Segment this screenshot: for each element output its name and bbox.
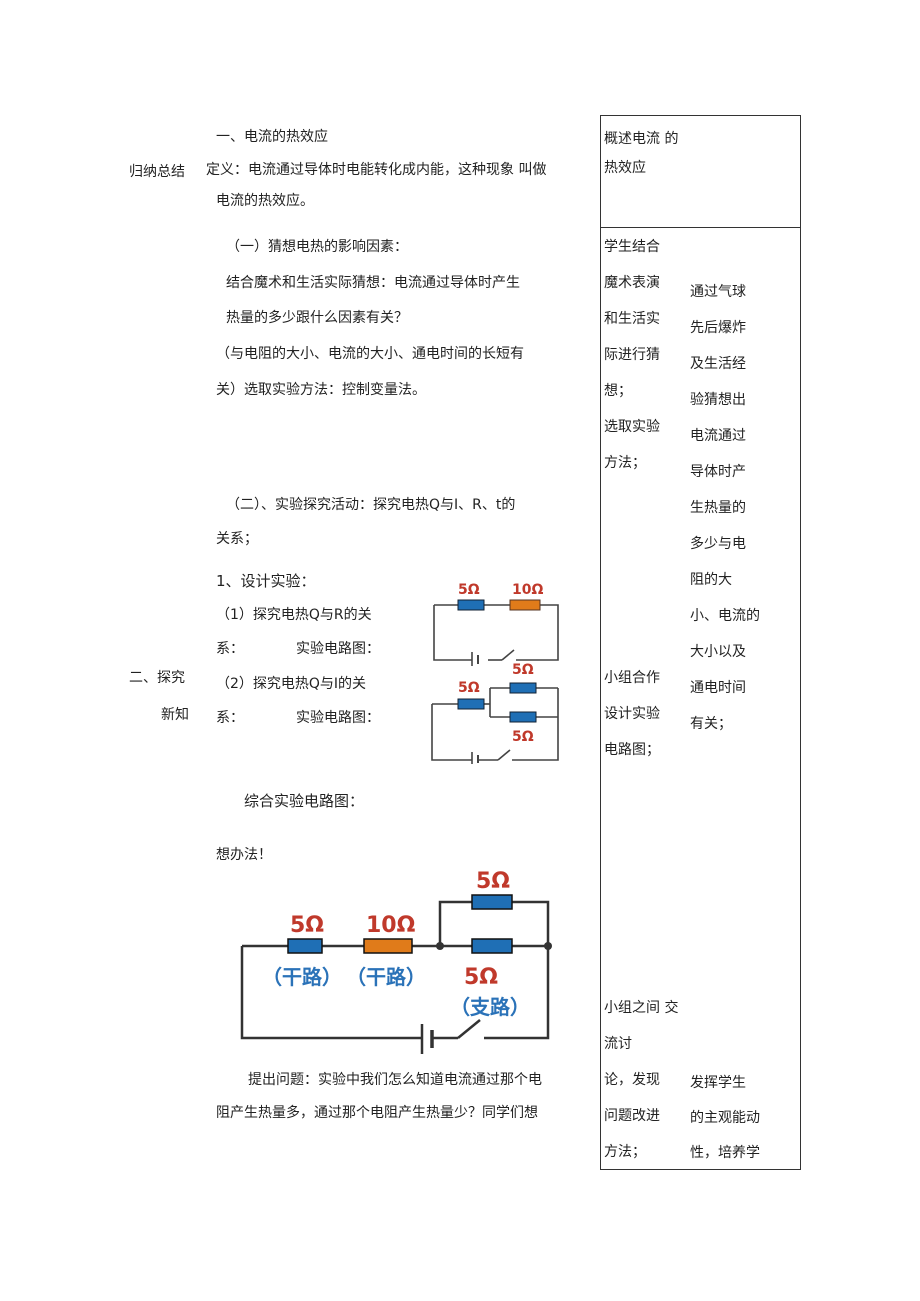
- design-item2-c: 实验电路图：: [296, 710, 380, 726]
- resistor-branch-top: [471, 894, 513, 910]
- resistor-label-5: 5Ω: [458, 582, 480, 598]
- guess-line4: 关）选取实验方法：控制变量法。: [216, 382, 426, 398]
- student-activity-line: 学生结合: [604, 239, 660, 255]
- student-activity-line: 方法；: [604, 455, 646, 471]
- design-intent-line: 多少与电: [690, 536, 746, 552]
- guess-line1: 结合魔术和生活实际猜想：电流通过导体时产生: [226, 275, 520, 291]
- cell-overview-line1: 概述电流 的: [604, 131, 679, 147]
- design-intent-line: 通过气球: [690, 284, 746, 300]
- design-intent-line: 导体时产: [690, 464, 746, 480]
- table-border-bottom: [600, 1169, 801, 1170]
- design-intent-line: 先后爆炸: [690, 320, 746, 336]
- design-intent-line-2: 发挥学生: [690, 1075, 746, 1091]
- label-r4: 5Ω: [464, 965, 498, 990]
- design-item1-c: 实验电路图：: [296, 641, 380, 657]
- activity-line1: （二）、实验探究活动：探究电热Q与I、R、t的: [226, 497, 516, 513]
- resistor-main-10ohm: [363, 938, 413, 954]
- design-item2-b: 系：: [216, 710, 244, 726]
- group-discussion-line: 论，发现: [604, 1072, 660, 1088]
- design-intent-line: 生热量的: [690, 500, 746, 516]
- resistor-label-bottom: 5Ω: [512, 729, 534, 745]
- label-r1: 5Ω: [290, 913, 324, 938]
- group-design-line: 设计实验: [604, 706, 660, 722]
- group-discussion-line: 流讨: [604, 1036, 632, 1052]
- design-heading: 1、设计实验：: [216, 572, 316, 590]
- design-intent-line: 小、电流的: [690, 608, 760, 624]
- switch-lever: [501, 649, 515, 661]
- cell-overview-line2: 热效应: [604, 160, 646, 176]
- design-intent-line-2: 的主观能动: [690, 1110, 760, 1126]
- resistor-label-10: 10Ω: [512, 582, 543, 598]
- label-r3: 5Ω: [476, 869, 510, 894]
- design-intent-line: 验猜想出: [690, 392, 746, 408]
- design-intent-line: 大小以及: [690, 644, 746, 660]
- circuit-diagram-q-i: 5Ω 5Ω 5Ω: [431, 662, 559, 764]
- label-main-branch-1: （干路）: [262, 965, 342, 989]
- design-item1-a: （1）探究电热Q与R的关: [216, 607, 372, 623]
- student-activity-line: 魔术表演: [604, 275, 660, 291]
- resistor-branch-bottom: [471, 938, 513, 954]
- junction-node: [544, 942, 552, 950]
- student-activity-line: 想；: [604, 383, 632, 399]
- design-intent-line: 有关；: [690, 716, 732, 732]
- definition-line1: 定义：电流通过导体时电能转化成内能，这种现象 叫做: [206, 162, 547, 178]
- guess-heading: （一）猜想电热的影响因素：: [226, 239, 408, 255]
- group-design-line: 电路图；: [604, 742, 660, 758]
- label-r2: 10Ω: [366, 913, 416, 938]
- label-side-branch: （支路）: [450, 995, 530, 1019]
- junction-node: [436, 942, 444, 950]
- table-border-right: [800, 115, 801, 1170]
- resistor-10ohm: [509, 599, 541, 611]
- label-main-branch-2: （干路）: [346, 965, 426, 989]
- group-discussion-line: 小组之间 交: [604, 1000, 679, 1016]
- guess-line3: （与电阻的大小、电流的大小、通电时间的长短有: [216, 346, 524, 362]
- group-design-line: 小组合作: [604, 670, 660, 686]
- resistor-5ohm: [457, 599, 485, 611]
- summary-label: 归纳总结: [129, 164, 185, 180]
- table-border-left: [600, 115, 601, 1170]
- student-activity-line: 选取实验: [604, 419, 660, 435]
- resistor-main-5ohm: [287, 938, 323, 954]
- guess-line2: 热量的多少跟什么因素有关？: [226, 310, 408, 326]
- design-item1-b: 系：: [216, 641, 244, 657]
- resistor-label-main: 5Ω: [458, 680, 480, 696]
- design-intent-line: 及生活经: [690, 356, 746, 372]
- design-intent-line: 通电时间: [690, 680, 746, 696]
- student-activity-line: 和生活实: [604, 311, 660, 327]
- table-row-divider: [600, 227, 801, 228]
- think-text: 想办法！: [216, 847, 272, 863]
- question-line1: 提出问题：实验中我们怎么知道电流通过那个电: [248, 1072, 542, 1088]
- definition-line2: 电流的热效应。: [216, 193, 314, 209]
- design-intent-line-2: 性，培养学: [690, 1145, 760, 1161]
- activity-line2: 关系；: [216, 531, 258, 547]
- design-intent-line: 电流通过: [690, 428, 746, 444]
- explore-label-line1: 二、探究: [129, 670, 185, 686]
- combined-title: 综合实验电路图：: [244, 792, 365, 810]
- resistor-label-top: 5Ω: [512, 662, 534, 678]
- question-line2: 阻产生热量多，通过那个电阻产生热量少？同学们想: [216, 1105, 538, 1121]
- circuit-diagram-combined: 5Ω 10Ω 5Ω 5Ω （干路） （干路） （支路）: [240, 869, 552, 1054]
- table-border-top: [600, 115, 801, 116]
- circuit-diagram-q-r: 5Ω 10Ω: [433, 582, 559, 666]
- student-activity-line: 际进行猜: [604, 347, 660, 363]
- group-discussion-line: 方法；: [604, 1144, 646, 1160]
- group-discussion-line: 问题改进: [604, 1108, 660, 1124]
- design-item2-a: （2）探究电热Q与I的关: [216, 676, 367, 692]
- design-intent-line: 阻的大: [690, 572, 732, 588]
- explore-label-line2: 新知: [161, 707, 189, 723]
- section-title: 一、电流的热效应: [216, 129, 328, 145]
